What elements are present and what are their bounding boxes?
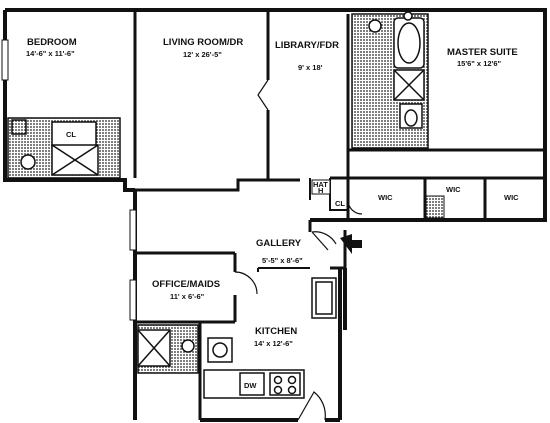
master-name: MASTER SUITE [447, 47, 518, 58]
windows [1, 39, 137, 321]
gallery-partition [257, 267, 310, 272]
hat-closet-sub: H [318, 186, 323, 195]
wic-door-swing [347, 199, 363, 215]
master-bath-closet [425, 195, 445, 219]
toilet-icon [20, 154, 36, 170]
upper-right-top-wall [268, 8, 547, 222]
entry-arrow-icon [340, 234, 362, 254]
door-swings [234, 79, 363, 421]
kitchen-dims: 14' x 12'-6" [254, 339, 293, 348]
living-right-wall [228, 10, 270, 192]
bedroom-name: BEDROOM [27, 37, 77, 48]
closet-labels: HAT H CL WIC WIC WIC [311, 179, 519, 208]
bedroom-dims: 14'-6" x 11'-6" [26, 49, 75, 58]
office-dims: 11' x 6'-6" [170, 292, 205, 301]
office-door-swing [234, 271, 258, 295]
gallery-door-swing [311, 231, 337, 251]
living-dims: 12' x 26'-5" [183, 50, 222, 59]
kitchen-name: KITCHEN [255, 326, 297, 337]
room-labels: BEDROOM 14'-6" x 11'-6" LIVING ROOM/DR 1… [26, 37, 518, 348]
hat-closet-label: HAT [313, 180, 328, 189]
sink-icon [403, 11, 413, 21]
gallery-right-wall [308, 220, 347, 270]
closet-label: CL [66, 130, 76, 139]
library-bath-fixtures [368, 11, 425, 129]
library-name: LIBRARY/FDR [275, 40, 339, 51]
entry-door-swing [297, 391, 326, 421]
dishwasher-label: DW [244, 381, 257, 390]
office-bath-fixtures [137, 329, 233, 367]
office-name: OFFICE/MAIDS [152, 279, 220, 290]
gallery-dims: 5'-5" x 8'-6" [262, 256, 303, 265]
bedroom-bath-fixtures: CL [11, 119, 99, 176]
wic-1-label: WIC [378, 193, 393, 202]
kitchen-right-wall [338, 268, 347, 420]
living-door-swing [257, 79, 269, 111]
dishwasher [239, 372, 265, 396]
kitchen-fixtures: DW [203, 277, 337, 399]
walls [3, 8, 547, 422]
library-bottom-wall [268, 148, 545, 182]
wic-3-label: WIC [504, 193, 519, 202]
closet-box [51, 121, 97, 147]
wic-dividers [346, 176, 545, 220]
wic-2-label: WIC [446, 185, 461, 194]
living-name: LIVING ROOM/DR [163, 37, 243, 48]
bath-door-swing [11, 119, 27, 135]
toilet-icon [368, 19, 382, 33]
foyer-closet-label: CL [335, 199, 345, 208]
toilet-icon [181, 339, 195, 353]
master-dims: 15'6" x 12'6" [457, 59, 501, 68]
bedroom-outer-wall [3, 8, 135, 192]
gallery-name: GALLERY [256, 238, 302, 249]
library-dims: 9' x 18' [298, 63, 323, 72]
